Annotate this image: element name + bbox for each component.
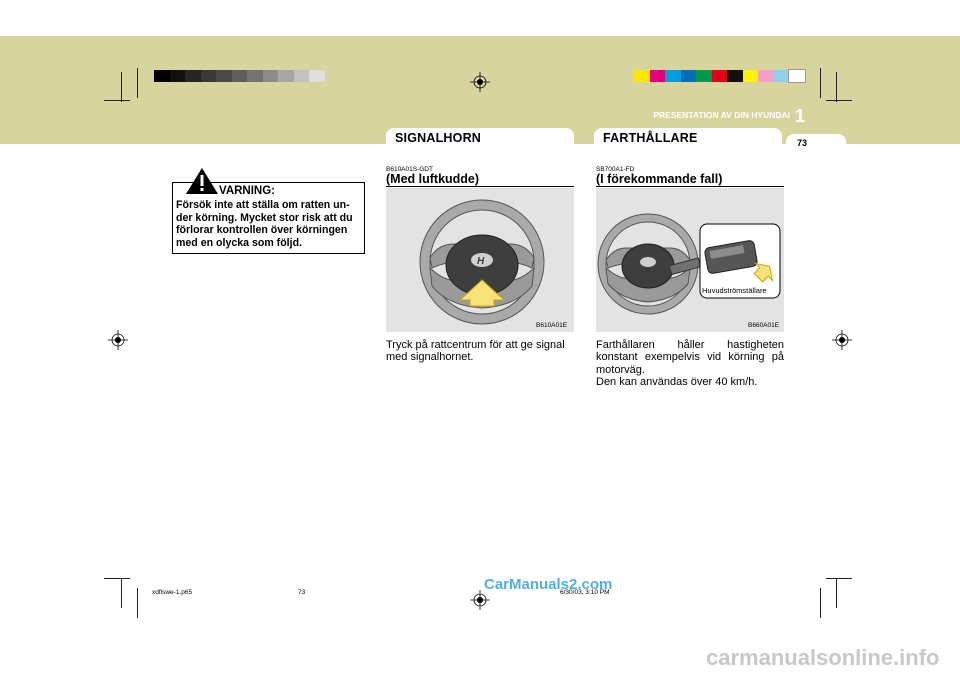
footer-timestamp: 6/30/03, 3:10 PM <box>560 589 610 596</box>
watermark-carmanuals: CarManuals2.com <box>484 576 613 593</box>
signalhorn-rule <box>386 186 574 187</box>
color-swatch <box>696 70 712 82</box>
color-swatch <box>758 70 774 82</box>
color-swatch <box>711 70 727 82</box>
color-swatch <box>665 70 681 82</box>
farthallare-rule <box>596 186 784 187</box>
color-swatch <box>309 70 325 82</box>
color-swatch <box>200 70 216 82</box>
svg-text:H: H <box>477 256 485 267</box>
color-swatch <box>247 70 263 82</box>
color-swatch <box>680 70 696 82</box>
steering-wheel-icon: H <box>419 199 545 325</box>
section-tab-farthallare <box>594 128 782 144</box>
color-swatch <box>788 69 806 83</box>
registration-mark-icon <box>108 330 128 350</box>
section-title-signalhorn: SIGNALHORN <box>395 131 482 145</box>
farthallare-figure <box>596 188 784 332</box>
color-swatch <box>634 70 650 82</box>
color-swatch <box>185 70 201 82</box>
color-swatch <box>727 70 743 82</box>
color-swatch <box>169 70 185 82</box>
signalhorn-figure-code: B610A01E <box>536 322 568 329</box>
registration-mark-icon <box>470 590 490 610</box>
footer-page: 73 <box>298 589 306 596</box>
color-swatch <box>649 70 665 82</box>
section-tab-signalhorn <box>386 128 574 144</box>
page-number-tab <box>786 134 846 148</box>
color-swatch <box>293 70 309 82</box>
color-swatch <box>742 70 758 82</box>
color-swatch <box>154 70 170 82</box>
color-swatch <box>278 70 294 82</box>
color-swatch <box>216 70 232 82</box>
farthallare-subheading: (I förekommande fall) <box>596 172 723 186</box>
signalhorn-code: B610A01S-GDT <box>386 166 433 173</box>
warning-text: Försök inte att ställa om ratten un- der… <box>176 199 353 249</box>
registration-mark-icon <box>470 72 490 92</box>
farthallare-code: SB700A1-FD <box>596 166 635 173</box>
color-swatch <box>773 70 789 82</box>
warning-title: VARNING: <box>219 185 276 197</box>
footer-file: xdflswe-1.p65 <box>152 589 193 596</box>
cruise-control-icon <box>597 213 781 315</box>
section-title-farthallare: FARTHÅLLARE <box>603 131 698 145</box>
watermark-online: carmanualsonline.info <box>706 645 940 670</box>
color-swatch <box>231 70 247 82</box>
color-swatch <box>262 70 278 82</box>
signalhorn-figure: H <box>386 188 574 332</box>
registration-mark-icon <box>832 330 852 350</box>
warning-box: VARNING: Försök inte att ställa om ratte… <box>172 168 365 254</box>
chapter-title: PRESENTATION AV DIN HYUNDAI <box>653 110 790 120</box>
page-number: 73 <box>797 138 808 148</box>
farthallare-callout-label: Huvudströmställare <box>702 286 767 295</box>
signalhorn-body: Tryck på rattcentrum för att ge signal m… <box>386 339 565 364</box>
warning-triangle-icon <box>186 168 218 194</box>
signalhorn-subheading: (Med luftkudde) <box>386 172 480 186</box>
farthallare-body: Farthållaren håller hastigheten konstant… <box>596 339 784 389</box>
farthallare-figure-code: B660A01E <box>748 322 780 329</box>
chapter-number: 1 <box>795 106 806 126</box>
